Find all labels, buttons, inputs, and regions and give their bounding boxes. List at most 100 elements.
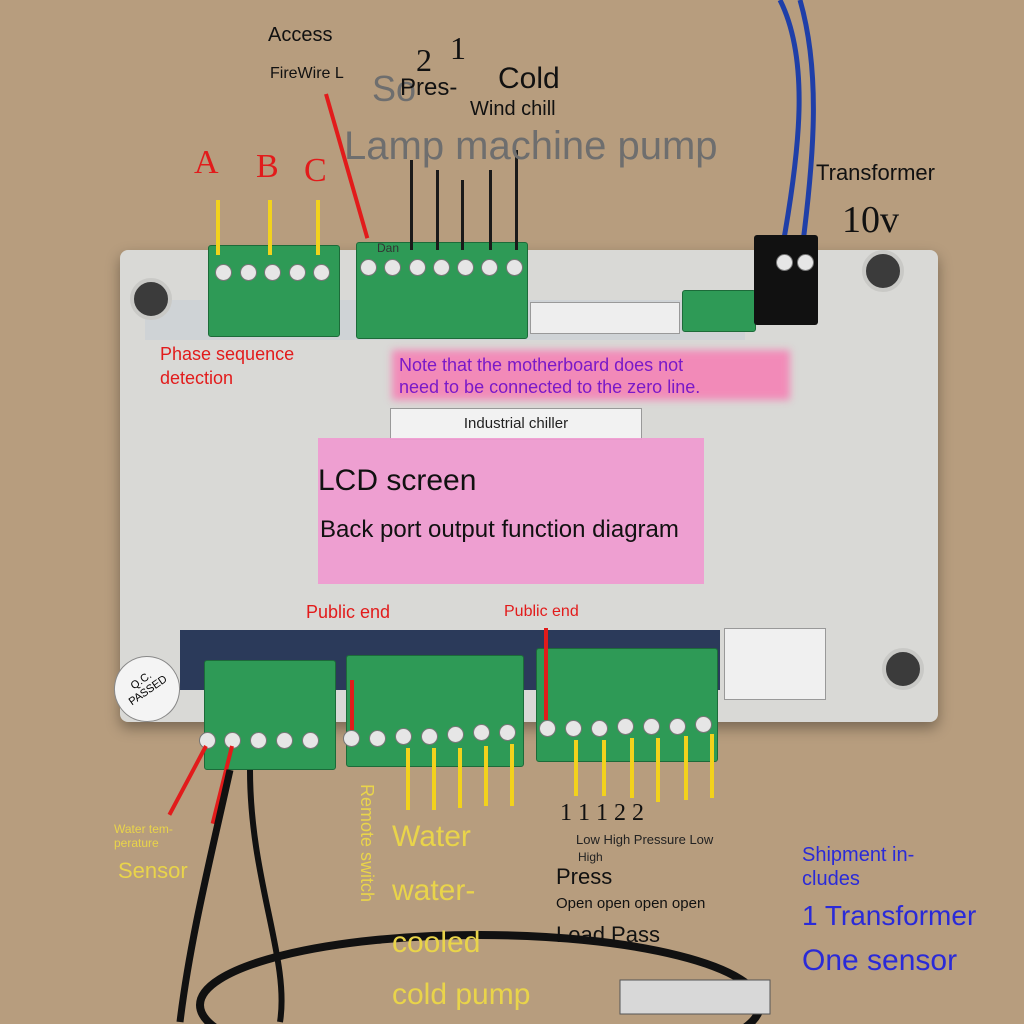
ten-volt-label: 10v: [842, 199, 899, 241]
note-highlight: [392, 350, 790, 400]
phase-detection-label: detection: [160, 368, 234, 388]
terminal-block-sensor: [204, 660, 336, 770]
terminal-screw: [215, 264, 232, 281]
pressure-numbers: 1 1 1 2 2: [560, 800, 644, 826]
note-line-2: need to be connected to the zero line.: [399, 377, 701, 397]
water-cooled-label: water-: [392, 874, 476, 907]
so-watermark: So: [372, 68, 417, 109]
terminal-screw: [591, 720, 608, 737]
terminal-screw: [240, 264, 257, 281]
terminal-block-small: [682, 290, 756, 332]
cold-pump-label: cold pump: [392, 978, 531, 1011]
mount-hole-top-left: [130, 278, 172, 320]
terminal-screw: [343, 730, 360, 747]
water-temp-label-1: Water tem-: [114, 822, 173, 836]
shipment-label-1: Shipment in-: [802, 844, 915, 866]
low-high-label: Low High Pressure Low: [576, 832, 714, 847]
phase-a-label: A: [194, 144, 219, 181]
public-end-pointer-2: [544, 628, 548, 720]
terminal-screw: [264, 264, 281, 281]
wire-a: [216, 200, 220, 255]
shipment-sensor: One sensor: [802, 944, 958, 977]
open-label: Open open open open: [556, 895, 706, 912]
back-port-label: Back port output function diagram: [320, 516, 679, 543]
terminal-screw: [360, 259, 377, 276]
terminal-screw: [409, 259, 426, 276]
access-label: Access: [268, 24, 333, 46]
transformer-label: Transformer: [816, 160, 935, 185]
terminal-screw: [617, 718, 634, 735]
dan-label: Dan: [377, 241, 400, 255]
terminal-screw: [289, 264, 306, 281]
terminal-screw: [447, 726, 464, 743]
remote-switch-label: Remote switch: [357, 784, 377, 903]
phase-c-label: C: [304, 152, 327, 189]
lcd-screen-label: LCD screen: [318, 464, 477, 497]
terminal-screw: [481, 259, 498, 276]
water-label: Water: [392, 820, 471, 853]
terminal-screw: [313, 264, 330, 281]
transformer-wires: [777, 0, 816, 251]
terminal-screw: [384, 259, 401, 276]
lcd-screen-area: [318, 438, 704, 584]
transformer-screw: [776, 254, 793, 271]
terminal-screw: [695, 716, 712, 733]
terminal-screw: [369, 730, 386, 747]
shipment-label-2: cludes: [802, 868, 860, 890]
terminal-screw: [395, 728, 412, 745]
terminal-screw: [250, 732, 267, 749]
white-connector-bottom: [724, 628, 826, 700]
terminal-screw: [643, 718, 660, 735]
load-pass-label: Load Pass: [556, 922, 660, 947]
wire-pump: [458, 748, 462, 808]
terminal-screw: [539, 720, 556, 737]
mount-hole-top-right: [862, 250, 904, 292]
wire-pressure: [684, 736, 688, 800]
transformer-screw: [797, 254, 814, 271]
terminal-screw: [499, 724, 516, 741]
press-label: Press: [556, 864, 613, 889]
wire-pump: [484, 746, 488, 806]
terminal-screw: [421, 728, 438, 745]
terminal-block-pressure: [536, 648, 718, 762]
terminal-screw: [302, 732, 319, 749]
wire-black: [515, 150, 518, 250]
public-end-label-2: Public end: [504, 603, 579, 620]
terminal-screw: [473, 724, 490, 741]
wire-pump: [406, 748, 410, 810]
terminal-screw: [433, 259, 450, 276]
lamp-machine-pump-label: Lamp machine pump: [344, 124, 718, 168]
wire-pressure: [630, 738, 634, 798]
wire-pressure: [656, 738, 660, 802]
note-line-1: Note that the motherboard does not: [399, 355, 684, 375]
wire-black: [461, 180, 464, 250]
wire-b: [268, 200, 272, 255]
terminal-screw: [506, 259, 523, 276]
terminal-block-abc: [208, 245, 340, 337]
wire-pressure: [710, 734, 714, 798]
cooled-label: cooled: [392, 926, 481, 959]
public-end-label-1: Public end: [306, 602, 391, 622]
wire-pump: [510, 744, 514, 806]
wire-c: [316, 200, 320, 255]
sensor-cable: [176, 769, 771, 1024]
terminal-screw: [457, 259, 474, 276]
high-label: High: [578, 850, 603, 864]
phase-sequence-label: Phase sequence: [160, 344, 295, 364]
water-temp-label-2: perature: [114, 836, 159, 850]
pressure-label: Pres-: [400, 74, 458, 101]
phase-b-label: B: [256, 148, 279, 185]
wire-black: [436, 170, 439, 250]
terminal-screw: [565, 720, 582, 737]
wire-black: [410, 160, 413, 250]
wire-black: [489, 170, 492, 250]
white-connector-top: [530, 302, 680, 334]
mount-hole-bottom-right: [882, 648, 924, 690]
sensor-label: Sensor: [118, 858, 188, 883]
wire-pump: [432, 748, 436, 810]
transformer-connector: [754, 235, 818, 325]
wind-chill-label: Wind chill: [470, 98, 556, 120]
shipment-transformer: 1 Transformer: [802, 900, 977, 931]
terminal-block-control: [356, 242, 528, 339]
terminal-screw: [199, 732, 216, 749]
